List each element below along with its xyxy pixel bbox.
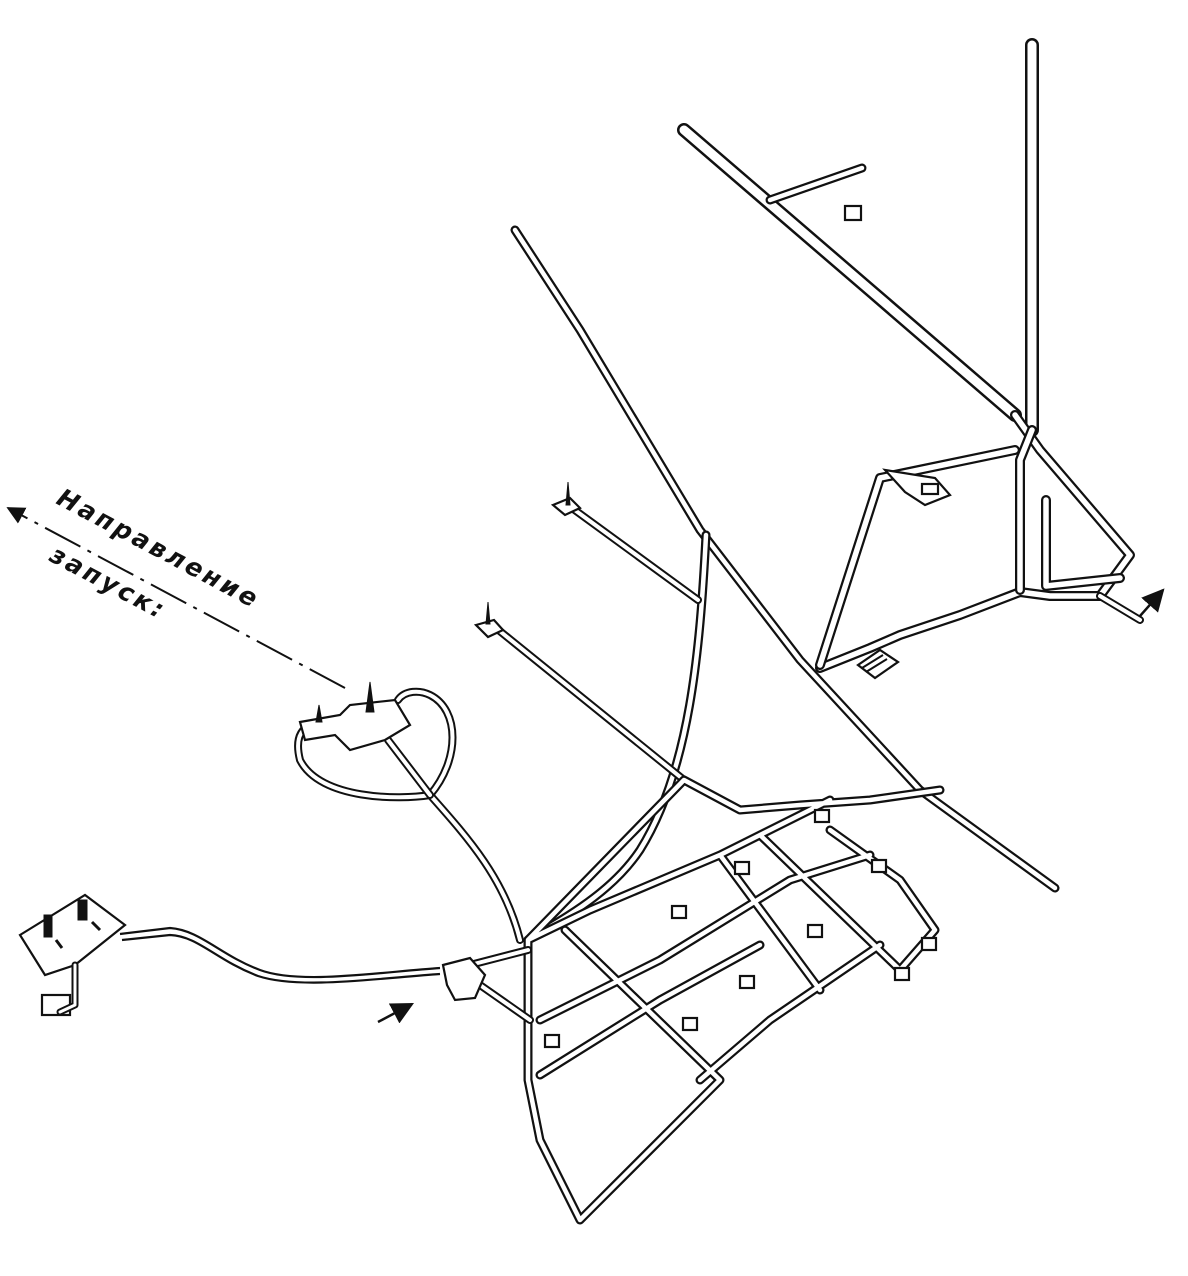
entrance-building: [441, 956, 487, 1002]
launch-direction-arrow: [6, 507, 346, 689]
structures: [18, 204, 952, 1049]
west-launch-pad: [18, 893, 127, 977]
track-to-west-pad: [119, 926, 441, 979]
grid-building: [920, 936, 938, 952]
tower-pad-1: [550, 496, 582, 517]
grid-building: [543, 1033, 561, 1049]
grid-building: [870, 858, 888, 874]
loop-complex-building: [298, 698, 412, 752]
grid-building: [670, 904, 688, 920]
grid-building: [806, 923, 824, 939]
grid-building: [893, 966, 911, 982]
road-network: [294, 38, 1144, 1225]
grid-building: [733, 860, 751, 876]
entrance-arrow-east: [1139, 588, 1165, 617]
square-building-north: [843, 204, 863, 222]
grid-building: [738, 974, 756, 990]
upper-complex-building: [882, 468, 952, 507]
entrance-arrow-west: [377, 1002, 414, 1024]
main-highway: [510, 225, 1060, 893]
grid-building: [813, 808, 831, 824]
grid-building: [681, 1016, 699, 1032]
